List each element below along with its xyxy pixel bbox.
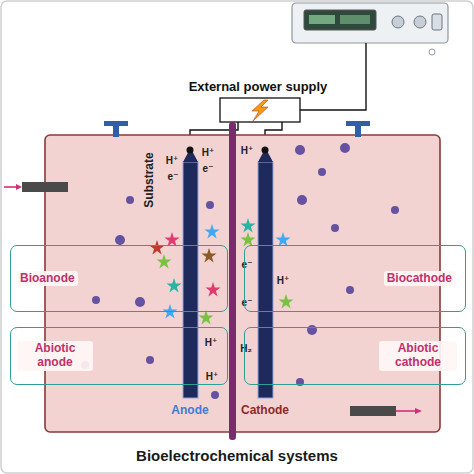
particle	[318, 168, 326, 176]
microbe	[205, 282, 220, 296]
region-label: Bioanode	[17, 271, 78, 287]
part-label: Substrate	[143, 152, 156, 207]
membrane	[229, 122, 236, 440]
species-label: H⁺	[241, 145, 254, 156]
outlet-pipe	[350, 406, 422, 416]
cathode-electrode	[258, 147, 273, 399]
particle	[92, 296, 100, 304]
microbe	[278, 294, 293, 308]
species-label: H⁺	[206, 371, 219, 382]
microbe	[166, 278, 181, 292]
particle	[126, 196, 134, 204]
reactor-tank	[45, 135, 440, 432]
anode-electrode	[183, 147, 198, 399]
microbe	[149, 240, 164, 254]
region-box: Biocathode	[244, 245, 466, 312]
particle	[206, 201, 214, 209]
particle	[391, 206, 399, 214]
species-label: H⁺	[277, 275, 290, 286]
microbe	[240, 218, 255, 232]
region-label: Abiotic cathode	[379, 341, 457, 371]
microbe	[204, 224, 219, 238]
region-box: Abiotic cathode	[244, 327, 466, 385]
valve-handle	[104, 121, 370, 137]
particle	[295, 145, 305, 155]
microbe	[156, 254, 171, 268]
particle	[331, 224, 339, 232]
particle	[340, 143, 350, 153]
part-label: Anode	[171, 404, 208, 417]
inlet-pipe	[4, 182, 68, 192]
region-label: Abiotic anode	[17, 341, 93, 371]
particle	[115, 235, 125, 245]
species-label: e⁻	[203, 163, 214, 174]
particle	[135, 297, 145, 307]
species-label: H⁺	[202, 147, 215, 158]
microbes-and-particles	[81, 143, 399, 399]
region-box: Bioanode	[10, 245, 228, 312]
particle	[346, 286, 354, 294]
species-label: H⁺	[205, 337, 218, 348]
region-label: Biocathode	[384, 271, 455, 287]
part-label: Cathode	[241, 404, 289, 417]
control-box	[220, 98, 300, 122]
species-label: e⁻	[168, 171, 179, 182]
particle	[297, 195, 307, 205]
region-box: Abiotic anode	[10, 327, 228, 385]
power-supply-device	[292, 3, 448, 55]
part-label: External power supply	[189, 80, 328, 94]
particle	[211, 391, 219, 399]
wire	[190, 43, 366, 150]
microbe	[201, 248, 216, 262]
species-label: H⁺	[166, 155, 179, 166]
species-label: H₂	[240, 343, 252, 354]
microbe	[198, 310, 213, 324]
title: Bioelectrochemical systems	[0, 447, 474, 464]
particle	[146, 356, 154, 364]
